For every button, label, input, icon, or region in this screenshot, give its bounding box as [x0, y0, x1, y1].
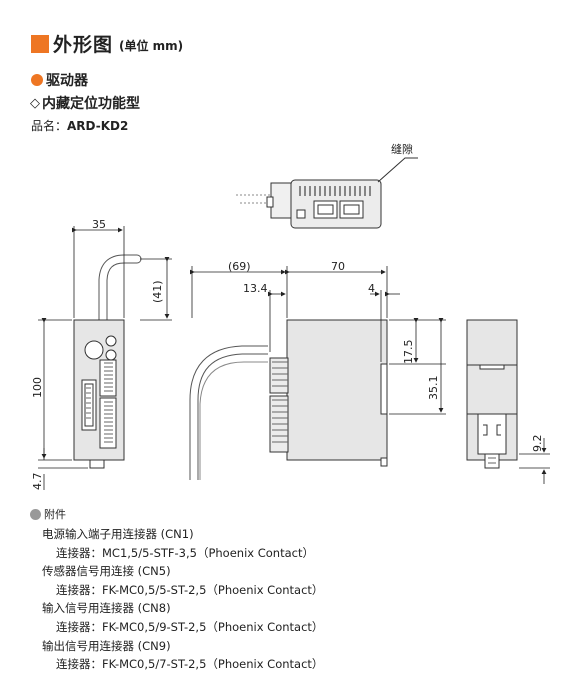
dim-conn-offset: 13.4: [243, 282, 268, 295]
dim-width-front: 35: [92, 218, 106, 231]
dim-rear-offset: 4: [368, 282, 375, 295]
subsection-title: 内藏定位功能型: [42, 96, 140, 112]
dim-clip: 9.2: [531, 435, 544, 453]
title-marker-icon: [31, 34, 49, 53]
section-bullet-icon: [31, 74, 43, 86]
dim-conn-span: 35.1: [427, 376, 440, 401]
dimension-drawing: 缝隙 35 (41) 100 4.7: [31, 142, 550, 491]
page-title: 外形图: [53, 34, 114, 56]
accessory-name: 电源输入端子用连接器 (CN1): [42, 527, 194, 541]
dim-cable-depth: (69): [228, 260, 251, 273]
section-heading: 驱动器: [31, 70, 88, 90]
gap-label: 缝隙: [391, 142, 413, 156]
front-view: [73, 254, 142, 469]
header: 外形图 (单位 mm): [31, 30, 183, 57]
dim-cable-height: (41): [151, 280, 164, 303]
accessory-name: 传感器信号用连接 (CN5): [42, 564, 171, 579]
top-view: [236, 157, 418, 229]
diamond-icon: ◇: [30, 95, 40, 111]
accessory-part: 连接器：FK-MC0,5/7-ST-2,5（Phoenix Contact）: [56, 657, 324, 672]
accessory-part: 连接器：FK-MC0,5/5-ST-2,5（Phoenix Contact）: [56, 582, 324, 597]
dim-depth: 70: [331, 260, 345, 273]
side-view: [189, 319, 388, 480]
rear-view: [466, 319, 518, 469]
unit-label: (单位 mm): [119, 38, 184, 53]
accessories-list: 电源输入端子用连接器 (CN1) 连接器：MC1,5/5-STF-3,5（Pho…: [42, 525, 323, 674]
accessory-name: 输出信号用连接器 (CN9): [42, 638, 171, 653]
subsection-heading: ◇ 内藏定位功能型: [30, 93, 140, 113]
accessories-heading: 附件: [30, 506, 66, 522]
product-model: ARD-KD2: [67, 119, 129, 133]
dim-conn-top: 17.5: [402, 340, 415, 365]
product-name: 品名：ARD-KD2: [31, 117, 128, 134]
accessory-part: 连接器：FK-MC0,5/9-ST-2,5（Phoenix Contact）: [56, 619, 324, 634]
dim-bottom: 4.7: [31, 473, 44, 491]
accessories-title: 附件: [44, 508, 66, 521]
section-title: 驱动器: [46, 73, 88, 89]
accessory-name: 输入信号用连接器 (CN8): [42, 601, 171, 616]
dim-height: 100: [31, 377, 44, 398]
accessories-bullet-icon: [30, 508, 41, 520]
accessory-part: 连接器：MC1,5/5-STF-3,5（Phoenix Contact）: [56, 545, 314, 560]
product-name-label: 品名：: [31, 119, 68, 133]
